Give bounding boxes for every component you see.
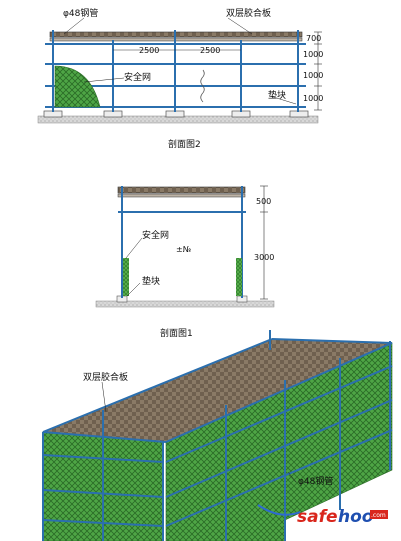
net-right [236, 258, 242, 296]
dim-span-left: 2500 [139, 46, 159, 55]
dim-1000-b: 1000 [303, 71, 323, 80]
label-pipe: φ48钢管 [63, 7, 98, 19]
caption-section-1: 剖面图1 [160, 327, 193, 339]
label-net-2: 安全网 [142, 229, 169, 241]
watermark-logo: safe hoo .com [257, 504, 388, 527]
dim-700: 700 [306, 34, 321, 43]
center-squiggle [200, 69, 205, 103]
svg-text:hoo: hoo [338, 507, 374, 527]
label-block: 垫块 [268, 89, 286, 101]
ground-strip-2 [95, 300, 275, 308]
label-plywood-3: 双层胶合板 [83, 371, 128, 383]
vertical-pipes [52, 30, 299, 112]
roof-plywood-2 [117, 186, 246, 194]
dim-500: 500 [256, 197, 271, 206]
section-2-elevation: 700 1000 1000 1000 2500 2500 φ48钢管 双层胶合板… [37, 7, 323, 150]
label-pipe-3: φ48钢管 [298, 475, 333, 487]
net-left [123, 258, 129, 296]
perspective-view: 双层胶合板 φ48钢管 safe hoo .com [42, 330, 393, 541]
dim-3000: 3000 [254, 253, 274, 262]
label-block-2: 垫块 [142, 275, 160, 287]
label-net: 安全网 [124, 71, 151, 83]
label-plywood: 双层胶合板 [226, 7, 271, 19]
dim-1000-c: 1000 [303, 94, 323, 103]
mid-mark: ±№ [176, 245, 192, 254]
svg-text:safe: safe [297, 507, 338, 527]
caption-section-2: 剖面图2 [168, 138, 201, 150]
safety-net-patch [54, 65, 101, 108]
dim-1000-a: 1000 [303, 50, 323, 59]
perspective-pipes [42, 330, 393, 541]
dim-span-right: 2500 [200, 46, 220, 55]
svg-text:.com: .com [371, 512, 386, 519]
section-1-elevation: ±№ 500 3000 安全网 垫块 剖面图1 [95, 185, 275, 339]
